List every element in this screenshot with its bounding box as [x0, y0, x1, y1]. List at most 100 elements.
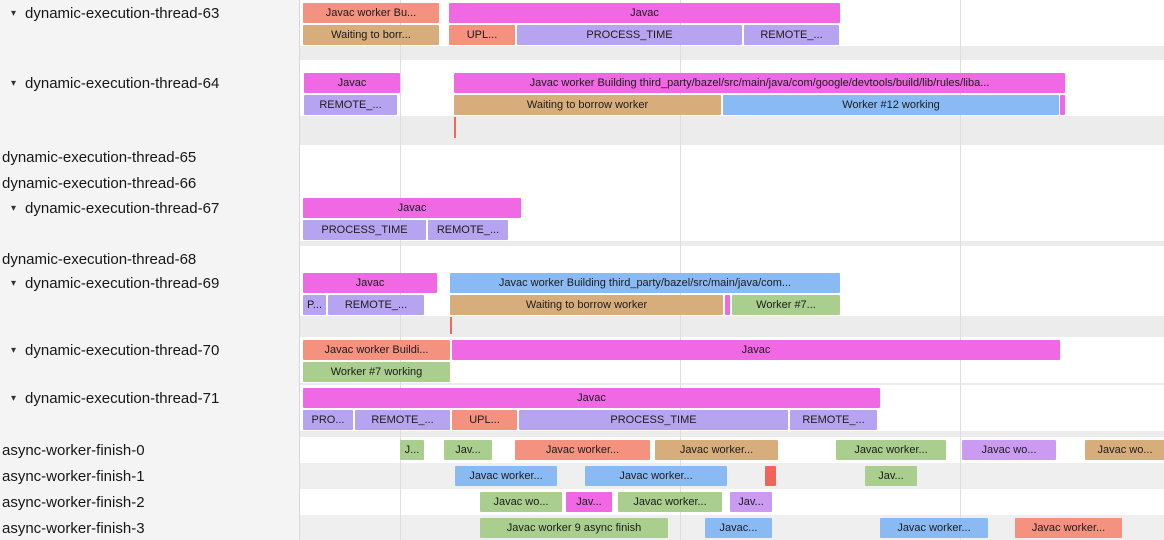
gridline — [400, 463, 401, 489]
event-bar[interactable]: Javac worker... — [655, 440, 778, 460]
event-bar[interactable]: Worker #7 working — [303, 362, 450, 382]
collapse-arrow-icon[interactable]: ▾ — [11, 278, 17, 289]
event-bar[interactable]: Javac... — [705, 518, 772, 538]
event-bar[interactable]: Jav... — [730, 492, 772, 512]
event-bar[interactable]: Jav... — [865, 466, 917, 486]
track-lane — [300, 247, 1164, 272]
collapse-arrow-icon[interactable]: ▾ — [11, 8, 17, 19]
event-bar[interactable]: Javac wo... — [962, 440, 1056, 460]
event-bar[interactable] — [765, 466, 776, 486]
track-name: dynamic-execution-thread-70 — [25, 342, 220, 359]
event-bar[interactable]: P... — [303, 295, 326, 315]
event-bar[interactable]: Javac — [303, 273, 437, 293]
track-name: dynamic-execution-thread-66 — [2, 174, 197, 192]
track-lane: Javac worker 9 async finish Javac... Javac… — [300, 515, 1164, 540]
track-label[interactable]: async-worker-finish-0 — [0, 437, 300, 463]
event-bar[interactable]: Javac worker... — [455, 466, 557, 486]
event-bar[interactable]: PROCESS_TIME — [517, 25, 742, 45]
track-label[interactable]: async-worker-finish-3 — [0, 515, 300, 540]
event-bar[interactable]: Worker #12 working — [723, 95, 1059, 115]
track-row: async-worker-finish-0 J... Jav... Javac wor… — [0, 437, 1164, 463]
event-bar[interactable]: REMOTE_... — [428, 220, 508, 240]
event-bar[interactable]: REMOTE_... — [328, 295, 424, 315]
event-bar[interactable]: Javac worker... — [836, 440, 946, 460]
track-label[interactable]: ▾ dynamic-execution-thread-70 — [0, 337, 300, 385]
gridline — [960, 489, 961, 515]
event-bar[interactable]: Javac worker... — [515, 440, 650, 460]
event-bar[interactable]: UPL... — [452, 410, 517, 430]
gridline — [400, 170, 401, 196]
track-row: async-worker-finish-3 Javac worker 9 asyn… — [0, 515, 1164, 540]
track-label[interactable]: ▾ dynamic-execution-thread-64 — [0, 60, 300, 145]
event-bar[interactable]: Javac worker... — [585, 466, 727, 486]
event-bar[interactable]: Javac wo... — [480, 492, 562, 512]
event-bar[interactable]: Javac worker 9 async finish — [480, 518, 668, 538]
event-bar[interactable]: Javac — [303, 198, 521, 218]
gridline — [960, 463, 961, 489]
gridline — [680, 170, 681, 196]
track-label[interactable]: async-worker-finish-1 — [0, 463, 300, 489]
event-bar[interactable]: Waiting to borr... — [303, 25, 439, 45]
event-bar[interactable]: Javac worker... — [618, 492, 722, 512]
event-marker-tick[interactable] — [454, 117, 456, 138]
event-bar[interactable] — [1060, 95, 1065, 115]
event-bar[interactable]: Worker #7... — [732, 295, 840, 315]
event-bar[interactable]: Jav... — [444, 440, 492, 460]
track-tail — [300, 431, 1164, 437]
collapse-arrow-icon[interactable]: ▾ — [11, 78, 17, 89]
event-bar[interactable]: Javac worker Bu... — [303, 3, 439, 23]
event-bar[interactable]: Javac — [303, 388, 880, 408]
track-row: ▾ dynamic-execution-thread-64 Javac Javac w… — [0, 60, 1164, 145]
event-bar[interactable] — [725, 295, 730, 315]
event-bar[interactable]: REMOTE_... — [790, 410, 877, 430]
track-lane: Javac worker... Javac worker... Jav... — [300, 463, 1164, 489]
event-bar[interactable]: Javac — [452, 340, 1060, 360]
event-bar[interactable]: J... — [400, 440, 424, 460]
event-bar[interactable]: REMOTE_... — [304, 95, 397, 115]
track-label[interactable]: ▾dynamic-execution-thread-69 — [0, 272, 300, 337]
event-bar[interactable]: PROCESS_TIME — [519, 410, 788, 430]
event-bar[interactable]: Javac worker Building third_party/bazel/… — [450, 273, 840, 293]
collapse-arrow-icon[interactable]: ▾ — [11, 345, 17, 356]
event-bar[interactable]: REMOTE_... — [355, 410, 450, 430]
event-bar[interactable]: Javac — [449, 3, 840, 23]
event-bar[interactable]: PRO... — [303, 410, 353, 430]
gridline — [680, 515, 681, 540]
track-name: async-worker-finish-3 — [2, 519, 145, 537]
track-label[interactable]: ▾dynamic-execution-thread-67 — [0, 196, 300, 247]
gridline — [960, 272, 961, 337]
event-bar[interactable]: Javac worker Buildi... — [303, 340, 450, 360]
gridline — [960, 170, 961, 196]
event-bar[interactable]: Javac wo... — [1085, 440, 1164, 460]
track-label[interactable]: dynamic-execution-thread-68 — [0, 247, 300, 272]
event-bar[interactable]: REMOTE_... — [744, 25, 839, 45]
event-bar[interactable]: PROCESS_TIME — [303, 220, 426, 240]
event-bar[interactable]: Javac worker... — [880, 518, 988, 538]
gridline — [400, 337, 401, 385]
event-marker-tick[interactable] — [450, 317, 452, 334]
event-bar[interactable]: Javac worker Building third_party/bazel/… — [454, 73, 1065, 93]
track-label[interactable]: ▾dynamic-execution-thread-63 — [0, 0, 300, 60]
track-name: dynamic-execution-thread-64 — [25, 75, 220, 92]
track-label[interactable]: async-worker-finish-2 — [0, 489, 300, 515]
collapse-arrow-icon[interactable]: ▾ — [11, 203, 17, 214]
track-label[interactable]: dynamic-execution-thread-65 — [0, 145, 300, 170]
track-label[interactable]: dynamic-execution-thread-66 — [0, 170, 300, 196]
event-bar[interactable]: Javac worker... — [1015, 518, 1122, 538]
track-label[interactable]: ▾dynamic-execution-thread-71 — [0, 385, 300, 437]
event-bar[interactable]: Waiting to borrow worker — [454, 95, 721, 115]
event-bar[interactable]: Waiting to borrow worker — [450, 295, 723, 315]
track-name: async-worker-finish-0 — [2, 441, 145, 459]
event-bar[interactable]: Javac — [304, 73, 400, 93]
gridline — [960, 437, 961, 463]
event-bar[interactable]: Jav... — [566, 492, 612, 512]
track-name: dynamic-execution-thread-68 — [2, 251, 197, 268]
track-lane: Javac Javac worker Building third_party/b… — [300, 272, 1164, 337]
collapse-arrow-icon[interactable]: ▾ — [11, 393, 17, 404]
event-bar[interactable]: UPL... — [449, 25, 515, 45]
track-name: dynamic-execution-thread-65 — [2, 149, 197, 166]
